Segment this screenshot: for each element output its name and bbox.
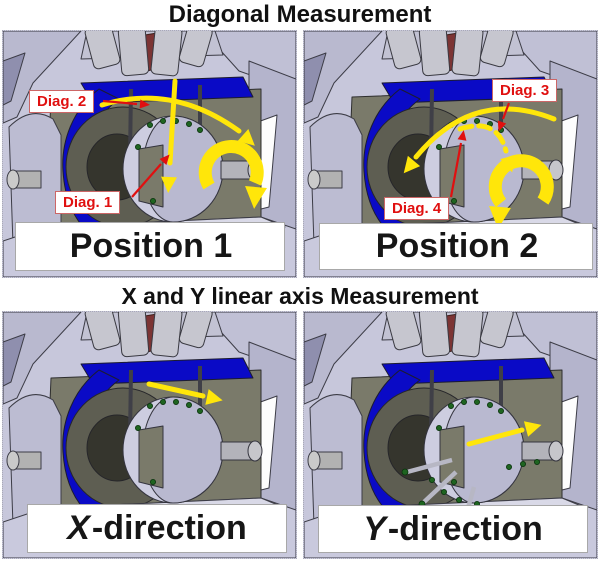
caption-italic-part: Y: [363, 509, 386, 548]
annotation-pointer-lines: [449, 102, 511, 198]
machine-illustration: [304, 312, 597, 558]
bottom-row: X-direction: [0, 311, 600, 559]
annotation-diag-2: Diag. 2: [29, 90, 95, 113]
panel-position-1: Diag. 2 Diag. 1 Position 1: [2, 30, 297, 278]
diag3-curved-arrow-icon: [403, 106, 557, 174]
diagonal-measurement-title: Diagonal Measurement: [168, 1, 432, 28]
rotation-arrow-icon: [488, 154, 554, 229]
panel-y-direction: Y-direction: [303, 311, 598, 559]
diag2-curved-arrow-icon: [99, 95, 255, 146]
caption-y-direction: Y-direction: [318, 505, 588, 553]
caption-text-part: Position 2: [375, 227, 539, 265]
annotation-pointer-lines: [102, 99, 170, 198]
caption-text-part: Position 1: [69, 227, 233, 265]
caption-text-part: -direction: [91, 509, 247, 547]
panel-x-direction: X-direction: [2, 311, 297, 559]
caption-position-1: Position 1: [15, 222, 285, 271]
diag1-down-arrow-icon: [161, 78, 178, 193]
caption-italic-part: X: [67, 509, 90, 547]
machine-illustration: [3, 312, 296, 558]
top-row: Diag. 2 Diag. 1 Position 1: [0, 30, 600, 278]
machine-illustration: [3, 31, 296, 277]
x-direction-arrow-icon: [146, 381, 223, 405]
linear-axis-measurement-title: X and Y linear axis Measurement: [121, 283, 479, 309]
rotation-arrow-icon: [198, 140, 267, 209]
caption-x-direction: X-direction: [27, 504, 287, 553]
machine-illustration: [304, 31, 597, 277]
annotation-diag-4: Diag. 4: [384, 197, 450, 220]
caption-text-part: -direction: [387, 509, 543, 548]
y-direction-arrow-icon: [466, 421, 542, 447]
annotation-diag-3: Diag. 3: [492, 79, 558, 102]
panel-position-2: Diag. 3 Diag. 4 Position 2: [303, 30, 598, 278]
annotation-diag-1: Diag. 1: [55, 191, 121, 214]
caption-position-2: Position 2: [319, 223, 593, 270]
